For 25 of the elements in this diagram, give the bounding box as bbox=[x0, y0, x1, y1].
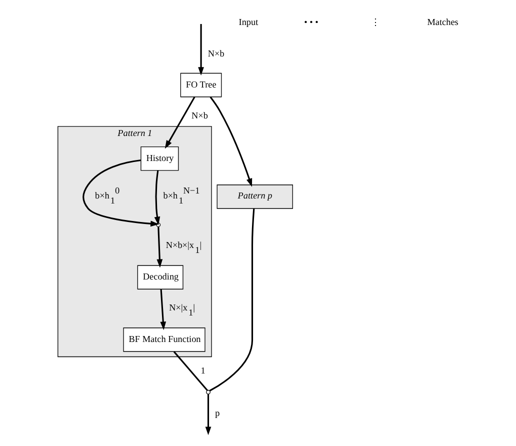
arrow bbox=[205, 394, 212, 436]
arrow bbox=[154, 170, 160, 226]
label: Input bbox=[238, 17, 258, 28]
edge-label: N×b bbox=[208, 48, 224, 58]
arrow bbox=[198, 24, 204, 76]
arrow bbox=[82, 159, 159, 227]
node-box: BF Match Function bbox=[123, 328, 206, 352]
label: Matches bbox=[427, 17, 458, 28]
arrow bbox=[164, 96, 196, 149]
edge-label: 1 bbox=[200, 365, 206, 376]
node-box: Pattern p bbox=[216, 184, 293, 209]
label: • • • bbox=[304, 17, 318, 28]
connector bbox=[173, 351, 208, 391]
arrow bbox=[156, 226, 163, 268]
arrow bbox=[160, 289, 166, 330]
node-point bbox=[206, 390, 210, 394]
arrow bbox=[210, 96, 252, 187]
node-point bbox=[156, 222, 161, 228]
edge-label: N×b bbox=[192, 110, 208, 121]
node-box: Decoding bbox=[137, 265, 184, 290]
node-box: FO Tree bbox=[180, 72, 222, 98]
label: ⋮ bbox=[371, 17, 380, 28]
node-box: History bbox=[140, 146, 179, 171]
connector bbox=[209, 208, 255, 392]
edge-label: p bbox=[215, 408, 220, 418]
